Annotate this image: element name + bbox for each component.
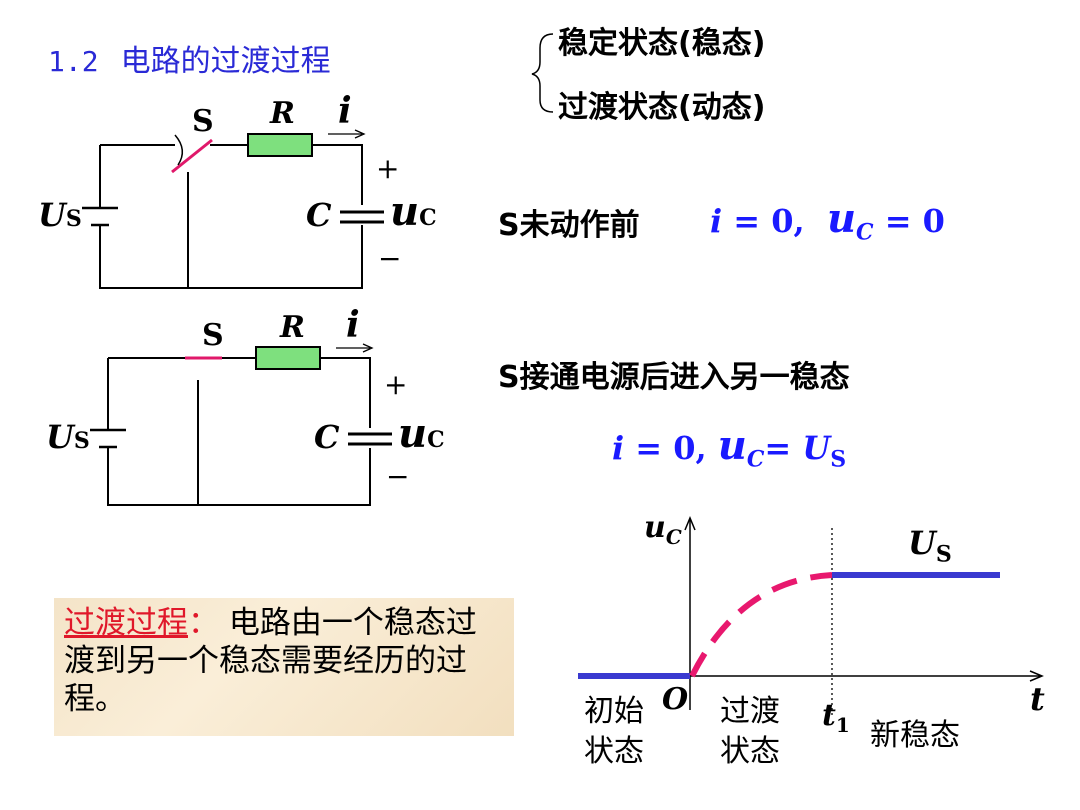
circuit-after xyxy=(90,343,392,506)
final-value-label: US xyxy=(908,524,952,568)
region-initial-line1: 初始 xyxy=(584,694,644,729)
resistor-label-after: R xyxy=(280,310,305,345)
y-axis-label: uC xyxy=(644,510,682,549)
resistor-before xyxy=(247,133,313,157)
resistor-label-before: R xyxy=(270,96,295,131)
plus-sign-after: + xyxy=(384,368,408,401)
after-equation: i = 0, uC= US xyxy=(612,422,847,473)
definition-colon: ： xyxy=(188,605,219,641)
switch-open[interactable] xyxy=(171,138,213,174)
region-transient-line2: 状态 xyxy=(720,734,780,769)
resistor-after xyxy=(255,346,321,370)
current-label-after: i xyxy=(346,304,360,346)
region-initial-line2: 状态 xyxy=(584,734,644,769)
definition-box: 过渡过程： 电路由一个稳态过渡到另一个稳态需要经历的过程。 xyxy=(54,598,514,736)
capacitor-label-after: C xyxy=(314,418,340,456)
steady-state-label: 稳定状态(稳态) xyxy=(558,26,766,61)
plus-sign-before: + xyxy=(376,152,400,185)
region-new-steady: 新稳态 xyxy=(870,718,960,753)
switch-label-after: S xyxy=(202,318,224,353)
origin-label: O xyxy=(662,682,689,717)
x-axis-label: t xyxy=(1030,680,1045,718)
section-number: 1.2 xyxy=(48,45,99,78)
switch-label-before: S xyxy=(192,104,214,139)
current-label-before: i xyxy=(338,90,352,132)
circuit-before xyxy=(82,129,384,289)
source-label-before: US xyxy=(38,196,82,234)
after-label: S接通电源后进入另一稳态 xyxy=(498,360,850,395)
capacitor-label-before: C xyxy=(306,196,332,234)
definition-term: 过渡过程 xyxy=(64,605,188,641)
transient-state-label: 过渡状态(动态) xyxy=(558,90,766,125)
before-equation: i = 0, uC = 0 xyxy=(710,195,945,246)
voltage-label-after: uC xyxy=(398,410,445,457)
source-label-after: US xyxy=(46,418,90,456)
section-title: 电路的过渡过程 xyxy=(120,44,331,79)
region-transient-line1: 过渡 xyxy=(720,694,780,729)
before-label: S未动作前 xyxy=(498,208,640,243)
t1-label: t1 xyxy=(822,698,850,737)
transient-curve xyxy=(689,572,833,678)
response-graph xyxy=(578,516,1044,715)
brace xyxy=(531,33,554,113)
minus-sign-before: − xyxy=(378,242,402,275)
page-title: 1.2 电路的过渡过程 xyxy=(48,36,331,80)
definition-text: 电路由一个稳态过渡到另一个稳态需要经历的过程。 xyxy=(64,605,477,717)
minus-sign-after: − xyxy=(386,460,410,493)
voltage-label-before: uC xyxy=(390,188,437,235)
